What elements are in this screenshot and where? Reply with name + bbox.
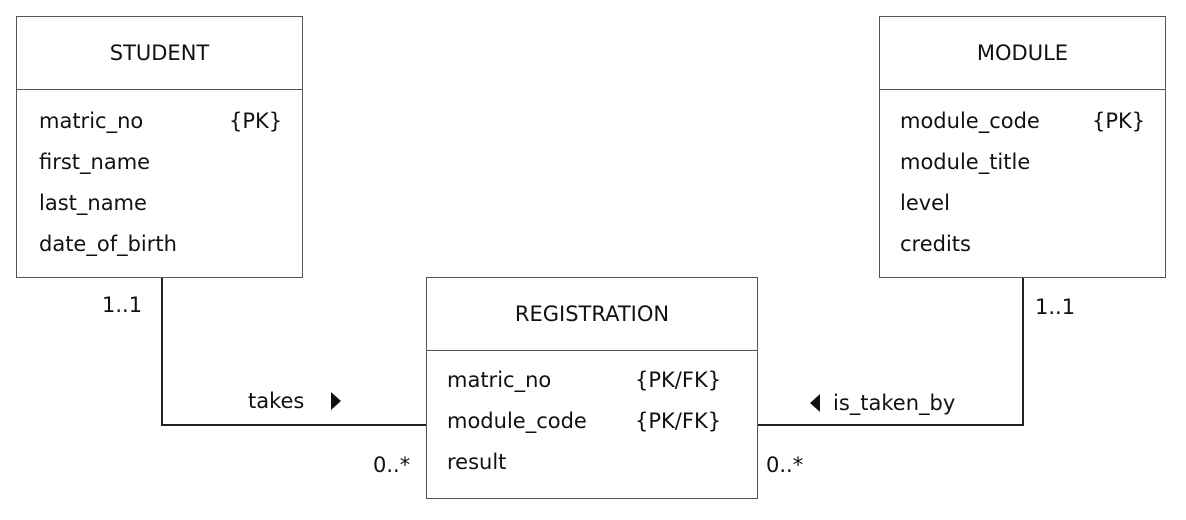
student-entity: STUDENT matric_no {PK} first_name last_n… xyxy=(16,16,303,278)
student-multiplicity-label: 1..1 xyxy=(102,293,143,317)
takes-registration-multiplicity-label: 0..* xyxy=(373,453,411,477)
primary-key-marker: {PK} xyxy=(1092,109,1146,133)
module-attribute: module_code {PK} xyxy=(880,103,1165,139)
attribute-name: credits xyxy=(900,232,971,256)
takes-connector xyxy=(161,277,428,426)
module-attribute: level xyxy=(880,185,1165,221)
takes-direction-arrow-icon xyxy=(331,392,341,410)
registration-attribute: matric_no {PK/FK} xyxy=(427,362,757,398)
is-taken-by-registration-multiplicity-label: 0..* xyxy=(766,453,804,477)
module-attribute: module_title xyxy=(880,144,1165,180)
attribute-name: module_code xyxy=(900,109,1040,133)
is-taken-by-direction-arrow-icon xyxy=(810,394,820,412)
student-attribute: matric_no {PK} xyxy=(17,103,302,139)
attribute-name: module_title xyxy=(900,150,1031,174)
student-attribute: date_of_birth xyxy=(17,226,302,262)
attribute-name: matric_no xyxy=(447,368,552,392)
attribute-name: first_name xyxy=(39,150,151,174)
is-taken-by-connector xyxy=(757,277,1024,426)
primary-key-marker: {PK} xyxy=(229,109,283,133)
attribute-name: date_of_birth xyxy=(39,232,177,256)
is-taken-by-relationship-label: is_taken_by xyxy=(833,391,956,415)
attribute-name: last_name xyxy=(39,191,147,215)
attribute-name: level xyxy=(900,191,950,215)
module-attribute: credits xyxy=(880,226,1165,262)
student-entity-title: STUDENT xyxy=(17,17,302,90)
registration-attribute: module_code {PK/FK} xyxy=(427,403,757,439)
module-multiplicity-label: 1..1 xyxy=(1035,295,1076,319)
module-entity-title: MODULE xyxy=(880,17,1165,90)
attribute-name: matric_no xyxy=(39,109,144,133)
registration-entity: REGISTRATION matric_no {PK/FK} module_co… xyxy=(426,277,758,499)
registration-attribute: result xyxy=(427,444,757,480)
student-attribute: last_name xyxy=(17,185,302,221)
takes-relationship-label: takes xyxy=(248,389,305,413)
student-attribute: first_name xyxy=(17,144,302,180)
module-entity: MODULE module_code {PK} module_title lev… xyxy=(879,16,1166,278)
registration-entity-title: REGISTRATION xyxy=(427,278,757,351)
attribute-name: result xyxy=(447,450,507,474)
foreign-key-marker: {PK/FK} xyxy=(635,368,722,392)
foreign-key-marker: {PK/FK} xyxy=(635,409,722,433)
attribute-name: module_code xyxy=(447,409,587,433)
